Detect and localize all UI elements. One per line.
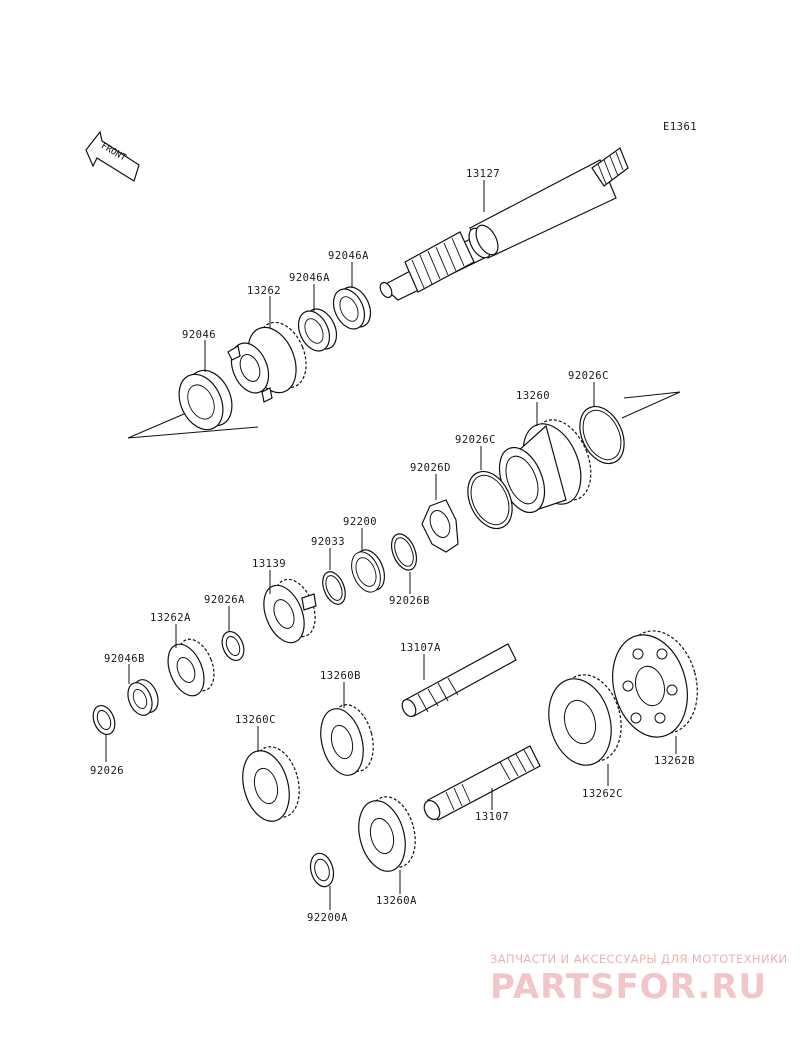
lock-washer-92026D bbox=[421, 499, 459, 553]
needle-bearing-92046B bbox=[127, 679, 159, 716]
label-13260A: 13260A bbox=[376, 895, 417, 907]
needle-bearing-92046A-upper bbox=[332, 286, 372, 330]
label-13107A: 13107A bbox=[400, 642, 441, 654]
gear-13262B bbox=[612, 630, 698, 738]
label-92026C-left: 92026C bbox=[455, 434, 496, 446]
bearing-92046 bbox=[178, 369, 233, 431]
label-92046: 92046 bbox=[182, 329, 216, 341]
gear-13262C bbox=[548, 674, 622, 766]
circlip-92026C-right bbox=[579, 405, 625, 465]
watermark-brand: PARTSFOR.RU bbox=[490, 967, 767, 1007]
gear-13262 bbox=[227, 321, 307, 403]
gear-13262A bbox=[167, 638, 215, 697]
gear-13260B bbox=[320, 704, 374, 776]
diagram-code: E1361 bbox=[663, 121, 697, 133]
label-13107: 13107 bbox=[475, 811, 509, 823]
assembly-guide-lines bbox=[127, 391, 681, 439]
leader-lines bbox=[105, 180, 677, 910]
gear-13260 bbox=[498, 419, 592, 514]
label-92026B: 92026B bbox=[389, 595, 430, 607]
label-13262A: 13262A bbox=[150, 612, 191, 624]
label-13262B: 13262B bbox=[654, 755, 695, 767]
label-13262: 13262 bbox=[247, 285, 281, 297]
shaft-13127 bbox=[379, 147, 629, 301]
label-92046A-lower: 92046A bbox=[289, 272, 330, 284]
watermark-tagline: ЗАПЧАСТИ И АКСЕССУАРЫ ДЛЯ МОТОТЕХНИКИ bbox=[490, 952, 788, 966]
label-92026C-right: 92026C bbox=[568, 370, 609, 382]
label-92046B: 92046B bbox=[104, 653, 145, 665]
needle-bearing-92046A-lower bbox=[297, 308, 338, 352]
label-92026D: 92026D bbox=[410, 462, 451, 474]
washer-92026A bbox=[221, 630, 245, 662]
label-92026: 92026 bbox=[90, 765, 124, 777]
label-13139: 13139 bbox=[252, 558, 286, 570]
label-13127: 13127 bbox=[466, 168, 500, 180]
label-92046A-upper: 92046A bbox=[328, 250, 369, 262]
gear-13260C bbox=[242, 746, 300, 822]
label-13260: 13260 bbox=[516, 390, 550, 402]
circlip-92033 bbox=[322, 571, 346, 605]
part-labels: 13127 92046A 92046A 13262 92046 92026C 1… bbox=[90, 168, 695, 924]
washer-92026 bbox=[92, 704, 116, 736]
label-92033: 92033 bbox=[311, 536, 345, 548]
washer-92200A bbox=[309, 852, 335, 888]
circlip-92026C-left bbox=[467, 470, 513, 530]
label-92200: 92200 bbox=[343, 516, 377, 528]
bushing-92200 bbox=[351, 549, 385, 593]
label-13260B: 13260B bbox=[320, 670, 361, 682]
label-13260C: 13260C bbox=[235, 714, 276, 726]
front-arrow-icon: FRONT bbox=[85, 130, 140, 182]
shaft-13107A bbox=[401, 643, 517, 718]
circlip-92026B bbox=[390, 533, 418, 571]
shaft-13107 bbox=[423, 745, 541, 821]
label-92026A: 92026A bbox=[204, 594, 245, 606]
gear-13260A bbox=[358, 796, 416, 872]
gear-13139 bbox=[263, 578, 317, 644]
label-92200A: 92200A bbox=[307, 912, 348, 924]
label-13262C: 13262C bbox=[582, 788, 623, 800]
watermark: ЗАПЧАСТИ И АКСЕССУАРЫ ДЛЯ МОТОТЕХНИКИ PA… bbox=[490, 952, 788, 1007]
